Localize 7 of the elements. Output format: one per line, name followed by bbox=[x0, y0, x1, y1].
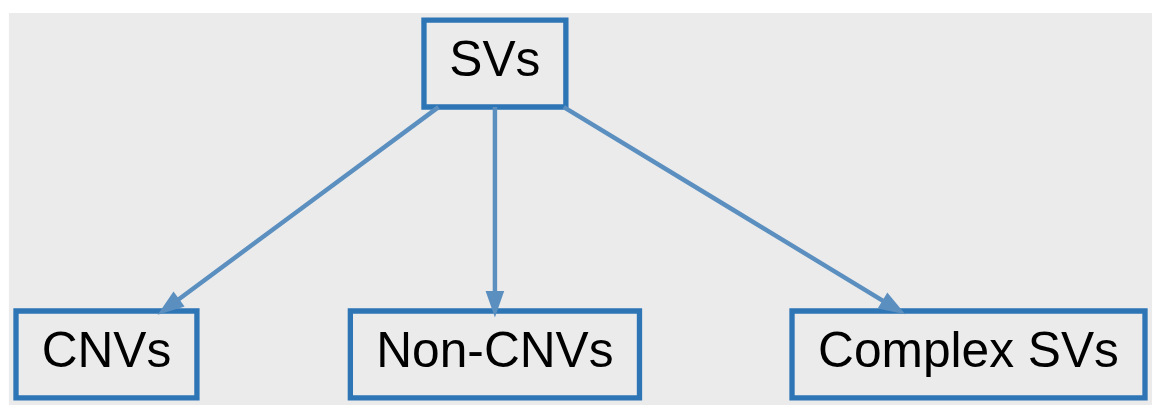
arrow bbox=[485, 107, 505, 318]
arrow bbox=[562, 105, 906, 315]
node-box: Complex SVs bbox=[789, 308, 1148, 401]
node-box: SVs bbox=[421, 17, 569, 110]
node-box: CNVs bbox=[13, 308, 200, 401]
arrow bbox=[157, 105, 440, 315]
node-box: Non-CNVs bbox=[347, 308, 643, 401]
